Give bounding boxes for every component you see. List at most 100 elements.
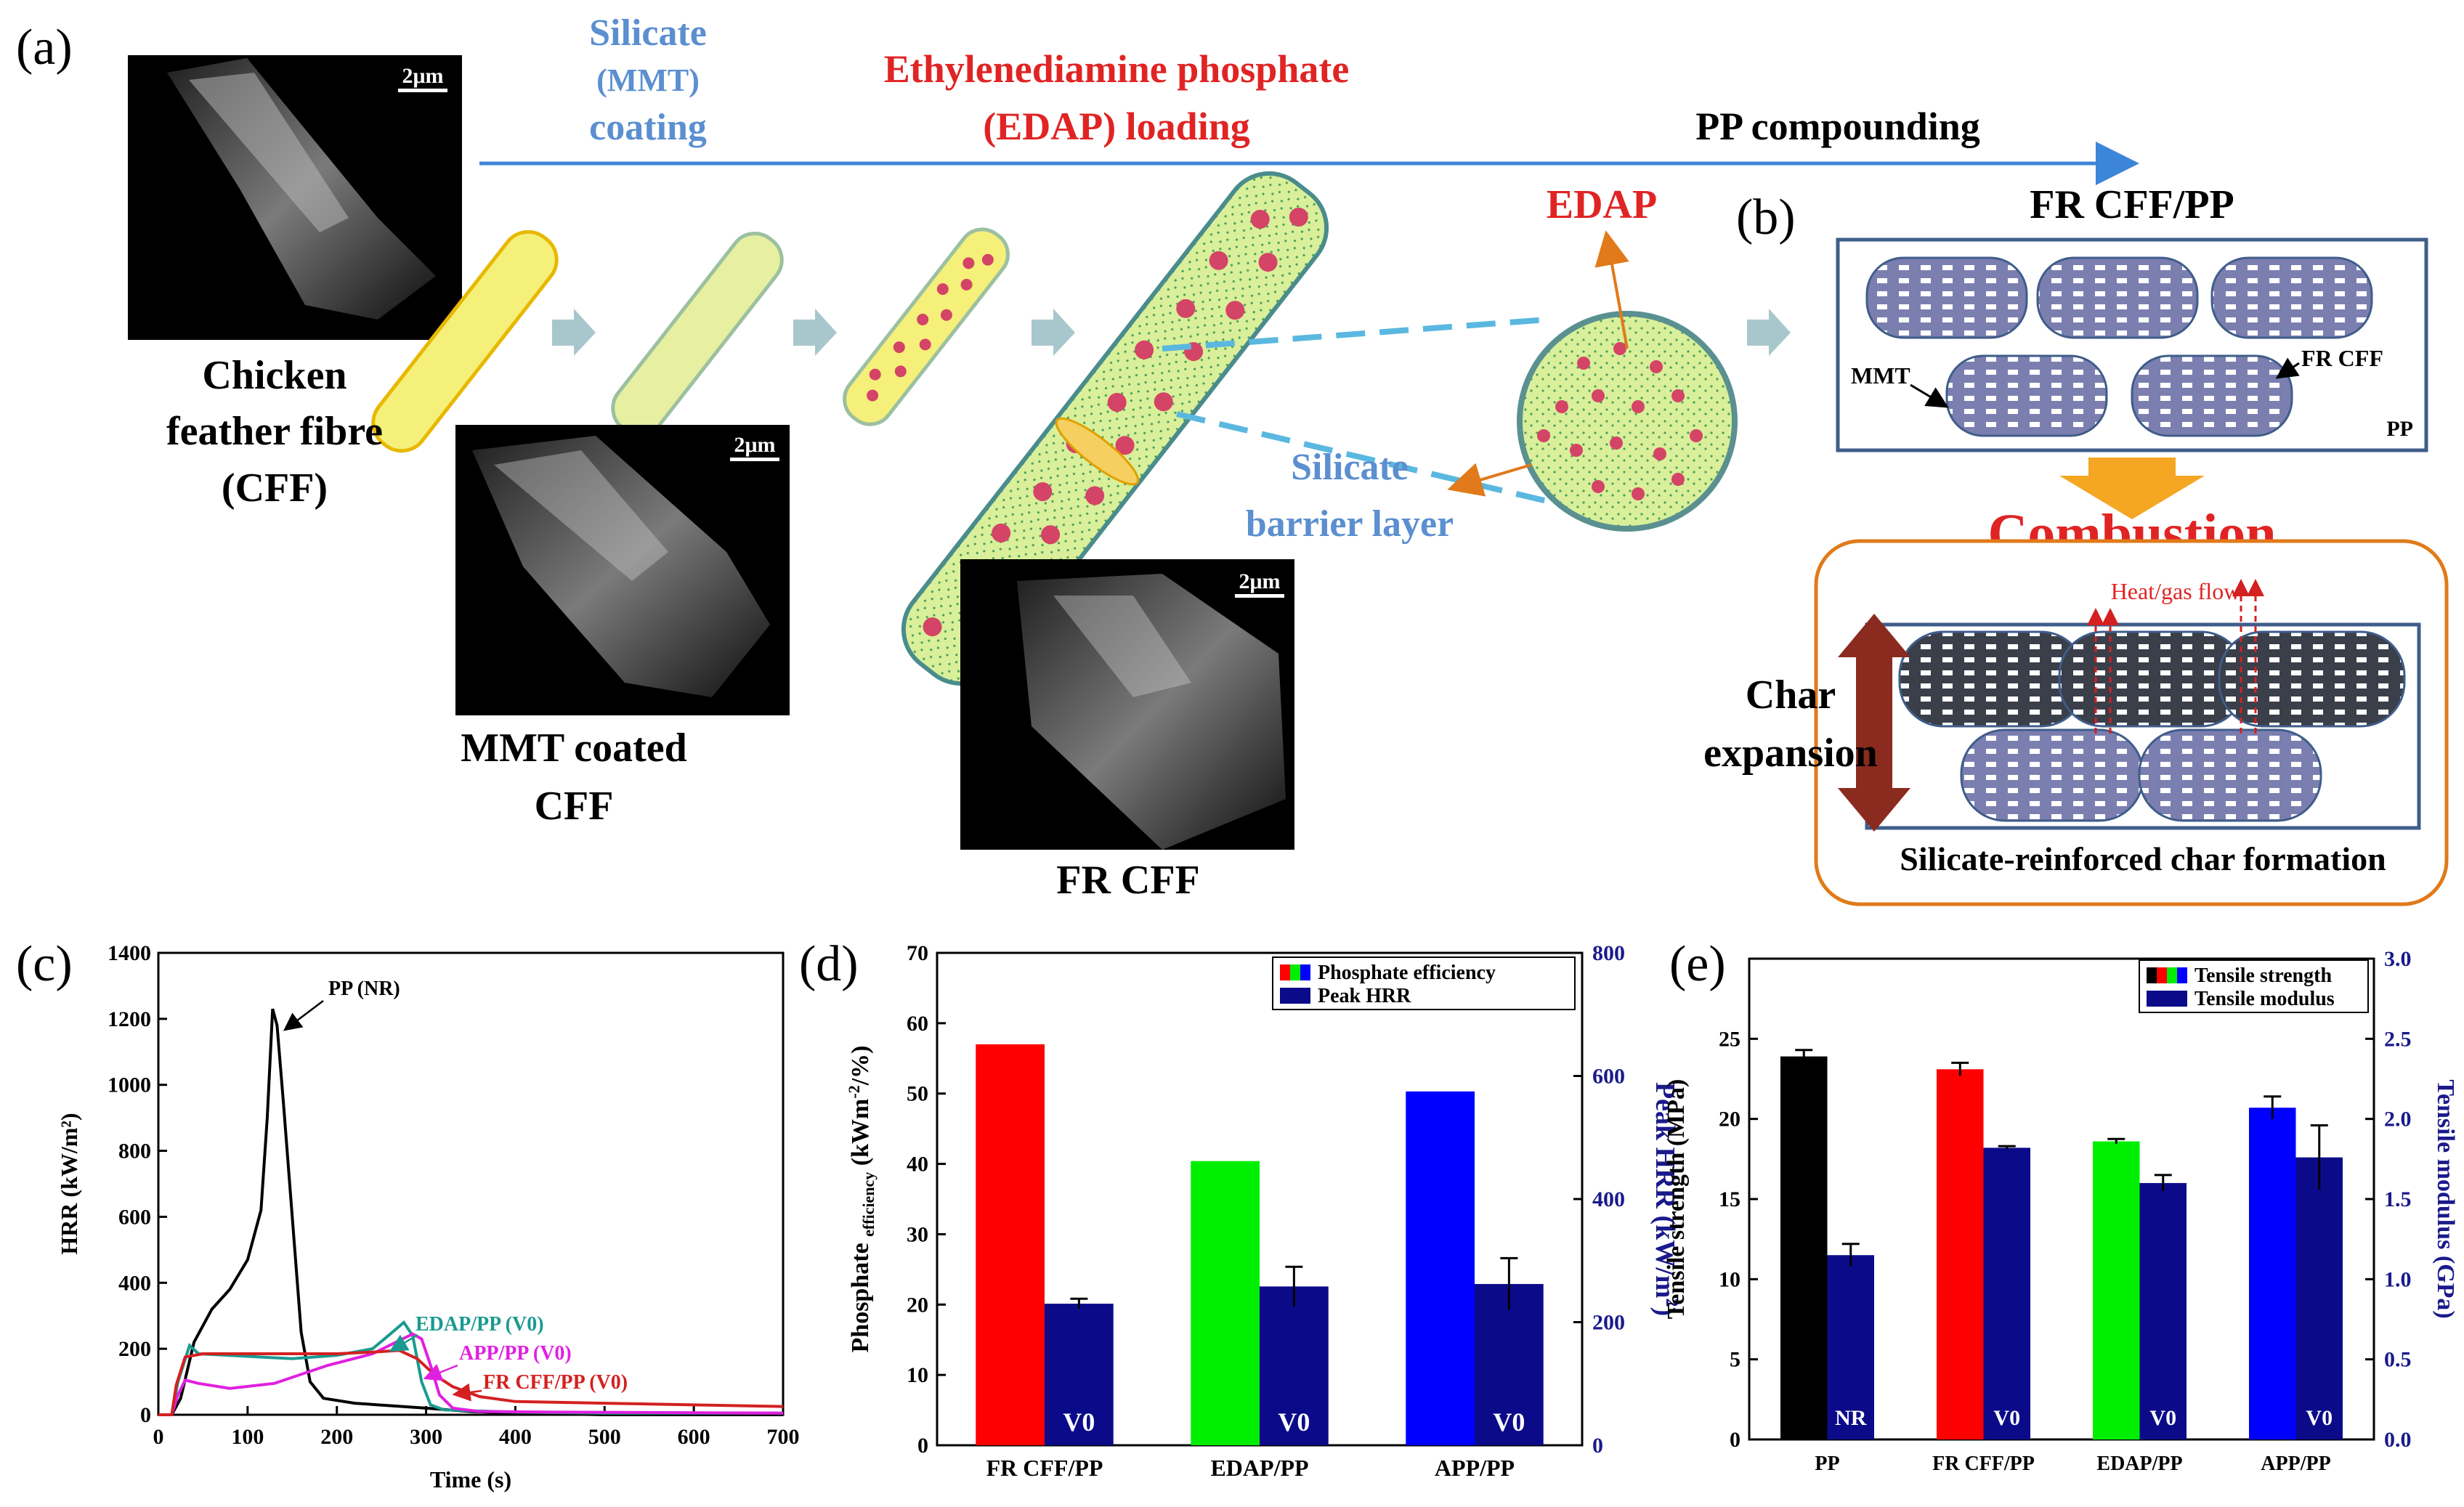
- char-expansion-arrow: [1838, 614, 1910, 832]
- heat-gas-label: Heat/gas flow: [2111, 578, 2241, 604]
- series-line: [158, 1349, 784, 1416]
- step-edap-2: (EDAP) loading: [983, 105, 1250, 148]
- scale-bar-2: 2μm: [734, 433, 776, 457]
- legend-label: Phosphate efficiency: [1318, 962, 1496, 984]
- bar-rating-label: NR: [1835, 1406, 1867, 1430]
- bar-tensile-modulus: [2295, 1157, 2343, 1439]
- y-axis-label-right: Peak HRR (kW/m2): [1650, 1082, 1681, 1316]
- sem-image-fr-cff: 2μm: [960, 559, 1294, 850]
- y-tick-label-right: 1.5: [2384, 1187, 2412, 1211]
- zoom-line-top: [1162, 317, 1548, 352]
- y-tick-label-right: 0.5: [2384, 1348, 2412, 1372]
- y-tick-label: 1400: [108, 941, 151, 965]
- x-tick-label: 200: [320, 1425, 353, 1449]
- step-arrow-3: [1032, 309, 1075, 356]
- fibre-cross-section: [1517, 311, 1738, 532]
- y-axis-label: HRR (kW/m²): [56, 1113, 82, 1254]
- y-tick-label-left: 50: [907, 1082, 928, 1106]
- bar-phosphate-efficiency: [1406, 1091, 1475, 1445]
- y-tick-label-left: 0: [917, 1434, 928, 1458]
- bar-peak-hrr: [1045, 1304, 1114, 1445]
- y-tick-label-right: 200: [1592, 1311, 1625, 1335]
- bar-rating-label: V0: [1493, 1408, 1525, 1437]
- step-silicate-3: coating: [589, 107, 707, 148]
- bar-tensile-modulus: [1983, 1147, 2030, 1439]
- edap-pointer: [1594, 230, 1629, 349]
- y-tick-label-left: 40: [907, 1153, 928, 1177]
- step-arrow-4: [1747, 309, 1791, 356]
- legend-label: Tensile modulus: [2194, 988, 2335, 1010]
- category-label: EDAP/PP: [1210, 1455, 1308, 1481]
- y-axis-label-left: Phosphate efficiency (kWm-2/%): [845, 1046, 878, 1353]
- silicate-label-1: Silicate: [1291, 447, 1409, 488]
- legend-label: Tensile strength: [2194, 964, 2332, 987]
- annotation-edap: EDAP/PP (V0): [416, 1313, 544, 1336]
- series-line: [158, 1332, 784, 1416]
- y-tick-label: 400: [118, 1271, 151, 1295]
- fibre-edap-loaded: [843, 227, 1010, 426]
- heat-gas-arrows: [2087, 579, 2264, 734]
- legend-box: [1272, 956, 1576, 1010]
- annotation-frcff: FR CFF/PP (V0): [483, 1371, 628, 1394]
- bar-tensile-strength: [1780, 1056, 1828, 1439]
- pp-label: PP: [2386, 417, 2413, 441]
- y-tick-label: 600: [118, 1205, 151, 1229]
- bar-phosphate-efficiency: [1191, 1161, 1260, 1445]
- y-tick-label-right: 3.0: [2384, 947, 2412, 971]
- combustion-arrow: [2059, 458, 2205, 519]
- caption-mmt-1: MMT coated: [461, 726, 687, 771]
- step-arrow-2: [793, 309, 837, 356]
- fr-cff-pointer: [2275, 357, 2300, 379]
- fibre-cff: [371, 229, 559, 453]
- x-tick-label: 400: [499, 1425, 532, 1449]
- y-tick-label: 1200: [108, 1007, 151, 1031]
- y-tick-label: 0: [140, 1403, 151, 1427]
- annotation-pp: PP (NR): [328, 978, 400, 1000]
- step-arrow-1: [552, 309, 596, 356]
- bar-tensile-strength: [1937, 1069, 1984, 1439]
- bar-rating-label: V0: [1993, 1406, 2020, 1430]
- legend-swatch: [2177, 967, 2187, 983]
- fibre-fr-cff: [901, 171, 1329, 686]
- panel-b-label: (b): [1736, 190, 1796, 245]
- y-tick-label: 1000: [108, 1073, 151, 1097]
- legend-swatch: [1300, 964, 1310, 980]
- legend-swatch: [2157, 967, 2167, 983]
- panel-b-title: FR CFF/PP: [2030, 182, 2234, 227]
- category-label: APP/PP: [2261, 1453, 2330, 1475]
- step-pp: PP compounding: [1695, 105, 1980, 148]
- caption-cff-3: (CFF): [222, 466, 328, 511]
- y-tick-label-left: 10: [907, 1363, 928, 1387]
- sem-image-mmt: 2μm: [455, 425, 790, 715]
- fibre-mmt-coated: [611, 232, 784, 436]
- y-tick-label-right: 2.0: [2384, 1108, 2412, 1132]
- bar-tensile-strength: [2249, 1108, 2296, 1439]
- plot-frame: [157, 951, 785, 1416]
- y-tick-label: 800: [118, 1140, 151, 1163]
- char-expansion-2: expansion: [1703, 731, 1878, 776]
- y-tick-label-right: 2.5: [2384, 1027, 2412, 1051]
- y-tick-label-left: 15: [1719, 1187, 1740, 1211]
- silicate-label-2: barrier layer: [1246, 503, 1454, 545]
- y-tick-label-right: 400: [1592, 1187, 1625, 1211]
- panel-d-label: (d): [799, 936, 859, 992]
- legend-swatch: [1290, 964, 1300, 980]
- x-tick-label: 700: [767, 1425, 800, 1449]
- legend-swatch: [1280, 964, 1290, 980]
- fr-cff-label: FR CFF: [2301, 345, 2383, 371]
- panel-a: (a) Silicate (MMT) coating Ethylenediami…: [16, 12, 2139, 903]
- y-tick-label-right: 800: [1592, 941, 1625, 965]
- scale-bar-3: 2μm: [1239, 569, 1281, 593]
- y-tick-label-left: 60: [907, 1012, 928, 1036]
- y-tick-label-right: 600: [1592, 1065, 1625, 1089]
- x-tick-label: 0: [153, 1425, 164, 1449]
- step-edap-1: Ethylenediamine phosphate: [884, 47, 1350, 91]
- edap-label: EDAP: [1547, 182, 1657, 227]
- legend-swatch: [1280, 988, 1310, 1004]
